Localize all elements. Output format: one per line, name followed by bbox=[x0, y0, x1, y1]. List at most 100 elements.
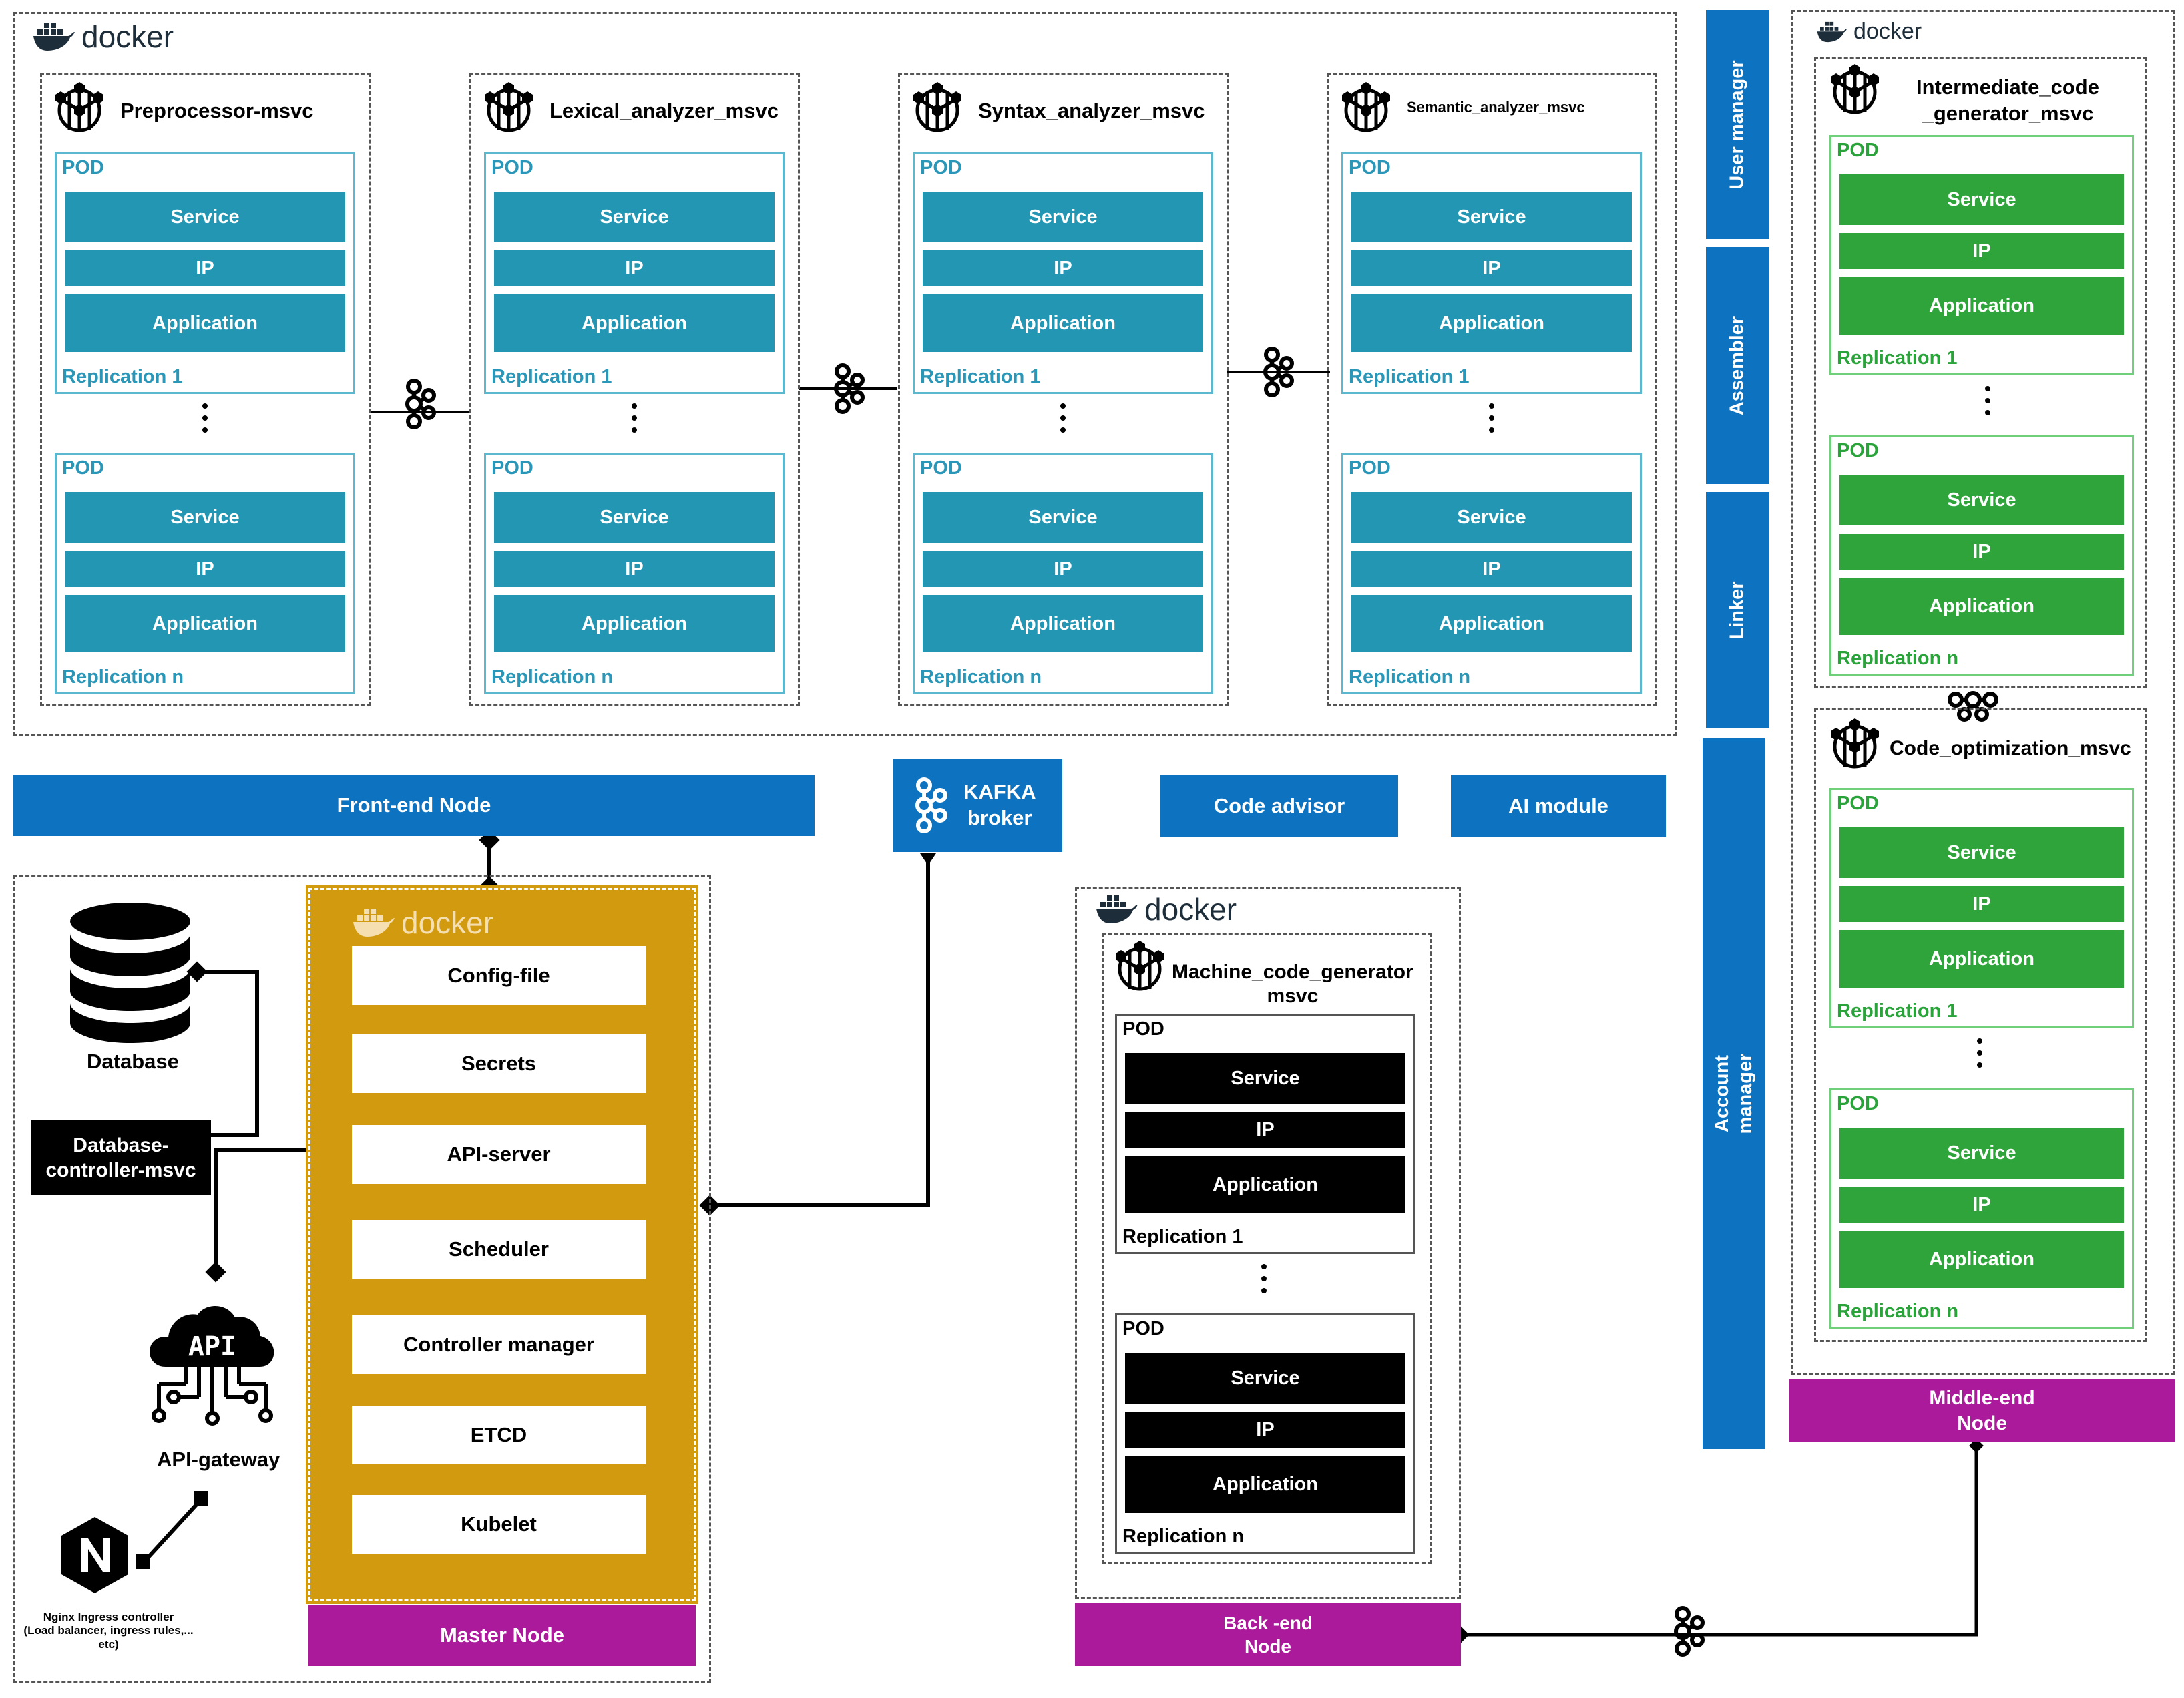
docker-label: docker bbox=[401, 905, 494, 940]
pod[interactable]: POD Service IP Application Replication 1 bbox=[55, 152, 355, 394]
msvc-title-line: msvc bbox=[1267, 985, 1319, 1007]
application-block[interactable]: Application bbox=[923, 595, 1203, 652]
ip-block[interactable]: IP bbox=[1839, 233, 2124, 269]
docker-logo: docker bbox=[1816, 19, 1922, 45]
service-block[interactable]: Service bbox=[494, 492, 775, 543]
msvc-container bbox=[1102, 933, 1432, 1564]
ip-block[interactable]: IP bbox=[1125, 1112, 1405, 1148]
service-block[interactable]: Service bbox=[65, 192, 345, 242]
service-block[interactable]: Service bbox=[1125, 1053, 1405, 1104]
code-advisor-label: Code advisor bbox=[1213, 794, 1345, 817]
pod[interactable]: POD Service IP Application Replication n bbox=[1341, 453, 1642, 694]
application-block[interactable]: Application bbox=[494, 294, 775, 352]
application-block[interactable]: Application bbox=[65, 595, 345, 652]
service-block[interactable]: Service bbox=[1351, 492, 1632, 543]
ip-block[interactable]: IP bbox=[494, 551, 775, 587]
replication-label: Replication 1 bbox=[1349, 366, 1470, 387]
pod[interactable]: POD Service IP Application Replication n bbox=[55, 453, 355, 694]
service-block[interactable]: Service bbox=[65, 492, 345, 543]
master-node-label: Master Node bbox=[439, 1623, 565, 1647]
ip-block[interactable]: IP bbox=[65, 250, 345, 286]
application-block[interactable]: Application bbox=[1839, 578, 2124, 635]
linker-bar[interactable]: Linker bbox=[1706, 492, 1769, 728]
ip-block[interactable]: IP bbox=[1351, 551, 1632, 587]
frontend-node[interactable]: Front-end Node bbox=[13, 775, 815, 836]
nginx-label: Nginx Ingress controller (Load balancer,… bbox=[13, 1611, 204, 1651]
pod[interactable]: POD Service IP Application Replication n bbox=[1829, 1088, 2134, 1329]
etcd-item[interactable]: ETCD bbox=[352, 1406, 646, 1464]
application-block[interactable]: Application bbox=[494, 595, 775, 652]
pod[interactable]: POD Service IP Application Replication 1 bbox=[913, 152, 1213, 394]
ip-block[interactable]: IP bbox=[1125, 1412, 1405, 1448]
service-block[interactable]: Service bbox=[1839, 1128, 2124, 1179]
pod[interactable]: POD Service IP Application Replication 1 bbox=[1829, 788, 2134, 1028]
docker-label: docker bbox=[81, 19, 174, 54]
pod-label: POD bbox=[920, 457, 962, 479]
ip-block[interactable]: IP bbox=[923, 250, 1203, 286]
pod[interactable]: POD Service IP Application Replication 1 bbox=[1115, 1014, 1415, 1254]
controller-manager-item[interactable]: Controller manager bbox=[352, 1315, 646, 1374]
msvc-title: Preprocessor-msvc bbox=[120, 99, 314, 122]
replication-label: Replication 1 bbox=[1837, 1000, 1958, 1022]
replication-label: Replication n bbox=[1122, 1526, 1245, 1547]
pod[interactable]: POD Service IP Application Replication n bbox=[1115, 1313, 1415, 1554]
nginx-label-1: Nginx Ingress controller bbox=[43, 1611, 174, 1623]
pod[interactable]: POD Service IP Application Replication 1 bbox=[1829, 135, 2134, 375]
application-block[interactable]: Application bbox=[1839, 930, 2124, 988]
application-block[interactable]: Application bbox=[923, 294, 1203, 352]
application-block[interactable]: Application bbox=[1351, 294, 1632, 352]
application-block[interactable]: Application bbox=[1839, 1231, 2124, 1288]
master-node[interactable]: Master Node bbox=[308, 1605, 696, 1666]
kubelet-item[interactable]: Kubelet bbox=[352, 1495, 646, 1554]
msvc-title: Lexical_analyzer_msvc bbox=[550, 99, 779, 122]
replication-label: Replication 1 bbox=[62, 366, 183, 387]
ip-block[interactable]: IP bbox=[1839, 1187, 2124, 1223]
application-block[interactable]: Application bbox=[1839, 277, 2124, 335]
scheduler-item[interactable]: Scheduler bbox=[352, 1220, 646, 1279]
api-server-item[interactable]: API-server bbox=[352, 1125, 646, 1184]
application-block[interactable]: Application bbox=[1125, 1156, 1405, 1213]
service-block[interactable]: Service bbox=[1839, 827, 2124, 878]
code-advisor[interactable]: Code advisor bbox=[1160, 775, 1398, 837]
kafka-broker[interactable]: KAFKA broker bbox=[893, 759, 1062, 852]
account-manager-bar[interactable]: Account manager bbox=[1703, 738, 1765, 1449]
application-block[interactable]: Application bbox=[1351, 595, 1632, 652]
service-block[interactable]: Service bbox=[494, 192, 775, 242]
database-controller-msvc[interactable]: Database- controller-msvc bbox=[31, 1120, 211, 1195]
ip-block[interactable]: IP bbox=[1351, 250, 1632, 286]
service-block[interactable]: Service bbox=[1839, 174, 2124, 225]
user-manager-bar[interactable]: User manager bbox=[1706, 10, 1769, 239]
backend-node[interactable]: Back -end Node bbox=[1075, 1603, 1461, 1666]
application-block[interactable]: Application bbox=[65, 294, 345, 352]
pod[interactable]: POD Service IP Application Replication n bbox=[484, 453, 785, 694]
msvc-header bbox=[1826, 63, 1884, 124]
nginx-label-3: etc) bbox=[98, 1637, 119, 1651]
pod[interactable]: POD Service IP Application Replication 1 bbox=[1341, 152, 1642, 394]
assembler-bar[interactable]: Assembler bbox=[1706, 247, 1769, 484]
service-block[interactable]: Service bbox=[1351, 192, 1632, 242]
pod[interactable]: POD Service IP Application Replication n bbox=[913, 453, 1213, 694]
ip-block[interactable]: IP bbox=[923, 551, 1203, 587]
ip-block[interactable]: IP bbox=[1839, 534, 2124, 570]
service-block[interactable]: Service bbox=[1839, 475, 2124, 525]
docker-logo: docker bbox=[352, 905, 493, 941]
assembler-label: Assembler bbox=[1726, 316, 1748, 415]
service-block[interactable]: Service bbox=[923, 492, 1203, 543]
middle-end-node[interactable]: Middle-end Node bbox=[1789, 1379, 2175, 1442]
microservice-icon bbox=[1831, 64, 1879, 114]
ip-block[interactable]: IP bbox=[1839, 886, 2124, 922]
secrets-item[interactable]: Secrets bbox=[352, 1034, 646, 1093]
kafka-label: KAFKA bbox=[963, 780, 1036, 804]
ip-block[interactable]: IP bbox=[494, 250, 775, 286]
msvc-header bbox=[1337, 81, 1395, 142]
config-file-item[interactable]: Config-file bbox=[352, 946, 646, 1005]
replication-label: Replication 1 bbox=[1837, 347, 1958, 369]
pod[interactable]: POD Service IP Application Replication 1 bbox=[484, 152, 785, 394]
ai-module[interactable]: AI module bbox=[1451, 775, 1666, 837]
service-block[interactable]: Service bbox=[923, 192, 1203, 242]
pod[interactable]: POD Service IP Application Replication n bbox=[1829, 435, 2134, 676]
pod-label: POD bbox=[1122, 1318, 1164, 1339]
service-block[interactable]: Service bbox=[1125, 1353, 1405, 1404]
application-block[interactable]: Application bbox=[1125, 1456, 1405, 1513]
ip-block[interactable]: IP bbox=[65, 551, 345, 587]
